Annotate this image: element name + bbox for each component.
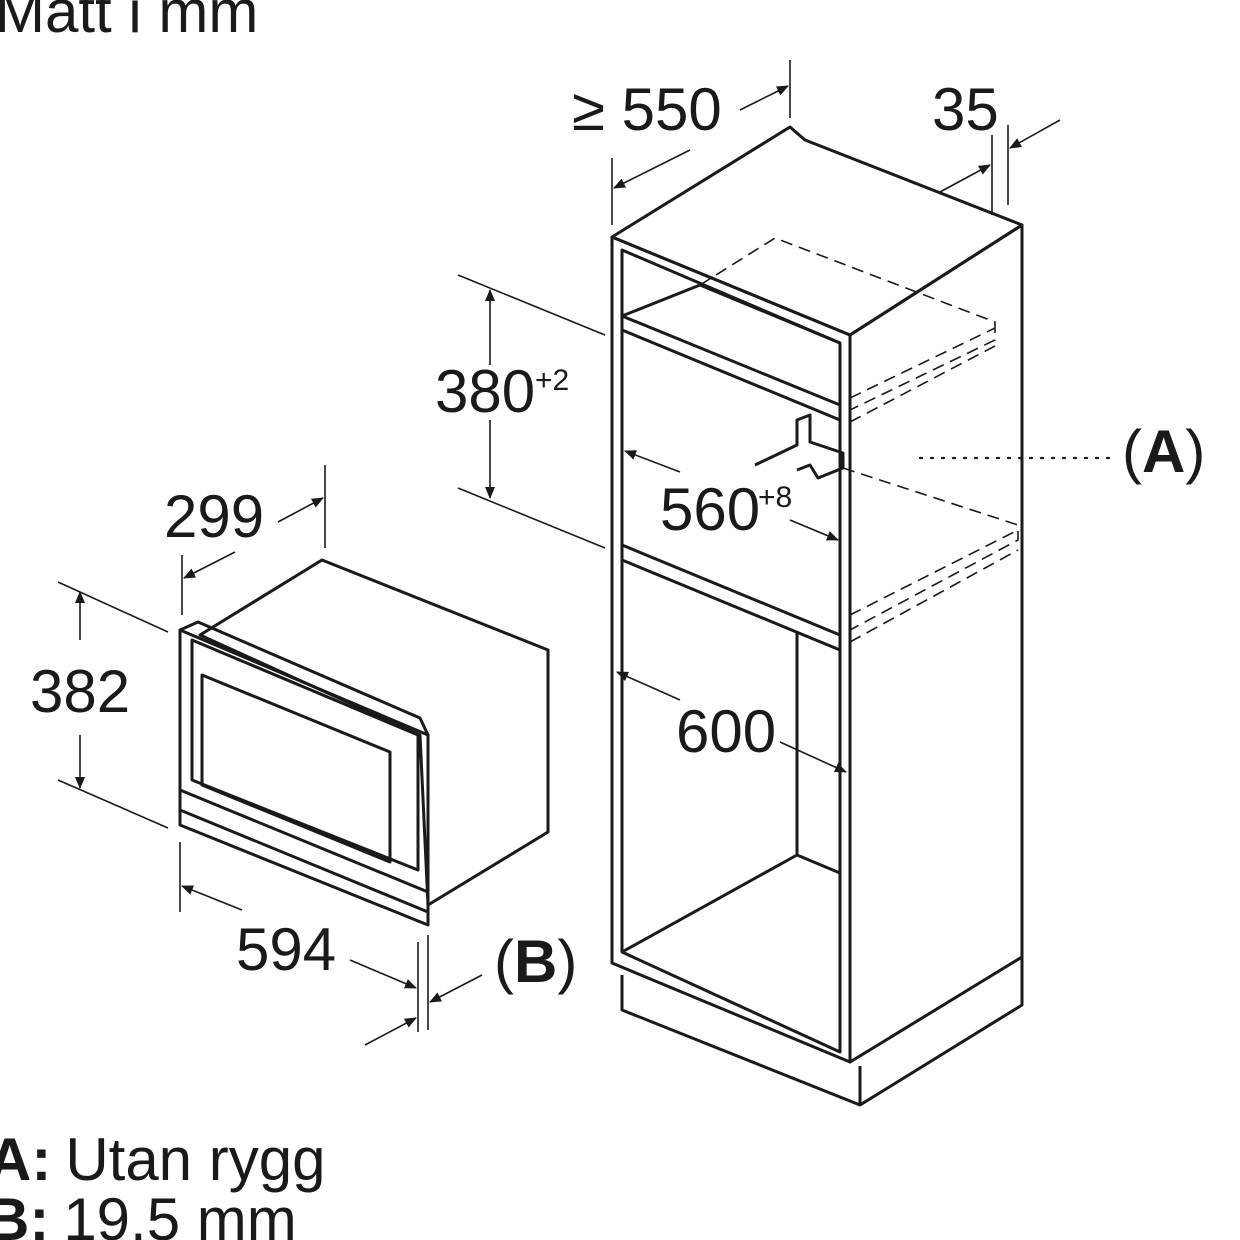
upper-shelf xyxy=(621,314,842,422)
cabinet-right-side xyxy=(848,223,1024,1064)
dim-cabinet-width: 600 xyxy=(676,698,776,765)
dim-appliance-height: 382 xyxy=(30,658,130,725)
legend: A:Utan rygg B:19.5 mm xyxy=(0,1126,325,1240)
dim-niche-width: 560 xyxy=(660,476,760,543)
dim-appliance-width: 594 xyxy=(236,916,336,983)
dim-cabinet-back-gap: 35 xyxy=(932,76,999,143)
lower-compartment-back xyxy=(621,632,799,954)
tall-cabinet xyxy=(610,125,1024,1107)
appliance xyxy=(178,558,550,927)
appliance-front xyxy=(178,628,430,927)
legend-item-a: A:Utan rygg xyxy=(0,1126,325,1193)
cabinet-front-opening xyxy=(620,248,842,1054)
dim-niche-height: 380 xyxy=(435,358,535,425)
units-label: Mått i mm xyxy=(0,0,258,45)
dim-appliance-depth: 299 xyxy=(164,483,264,550)
appliance-window xyxy=(200,673,392,864)
missing-back-dashed xyxy=(699,237,1019,643)
dim-niche-height-tolerance: +2 xyxy=(535,364,569,397)
lower-shelf xyxy=(621,543,842,652)
dim-cabinet-depth: ≥ 550 xyxy=(572,76,722,143)
appliance-body xyxy=(198,558,550,907)
appliance-dimension-lines xyxy=(57,465,483,1046)
legend-item-b: B:19.5 mm xyxy=(0,1186,297,1240)
cabinet-dimension-lines xyxy=(457,60,1061,773)
callout-a: (A) xyxy=(1122,418,1205,485)
dim-niche-width-tolerance: +8 xyxy=(758,481,792,514)
callout-b: (B) xyxy=(494,928,577,995)
